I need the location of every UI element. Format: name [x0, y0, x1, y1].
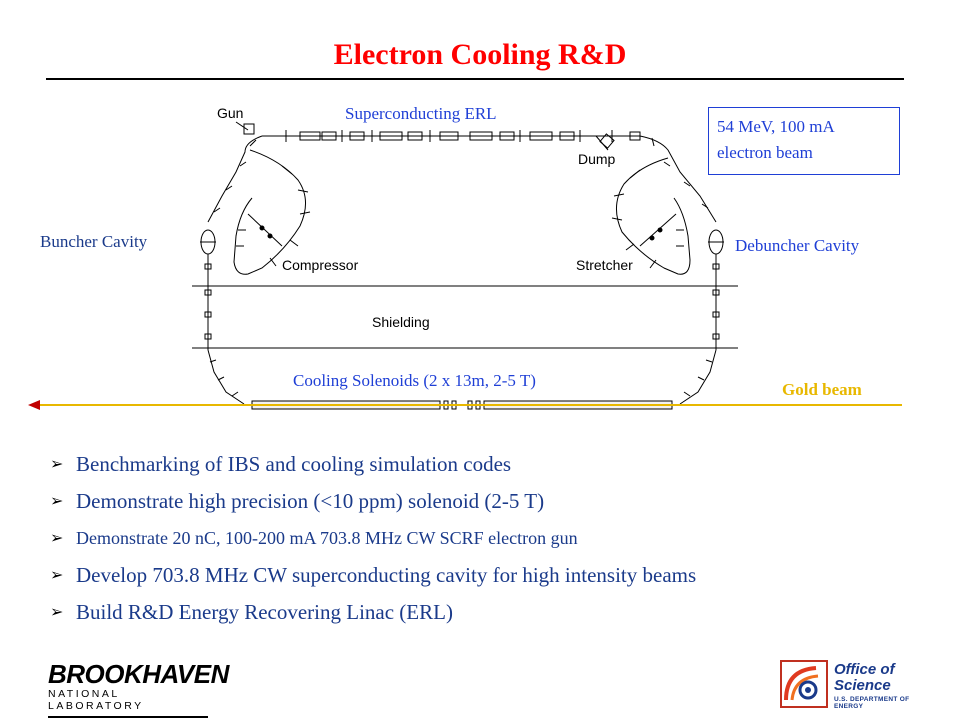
- energy-box-line-2: electron beam: [717, 143, 813, 162]
- compressor-label: Compressor: [282, 257, 359, 273]
- office-of-science-mark-icon: [780, 660, 828, 708]
- right-return-line: [679, 254, 720, 405]
- gold-beam-line: [28, 400, 902, 410]
- beam-energy-box: 54 MeV, 100 mA electron beam: [708, 107, 900, 175]
- rd-bullet-list: ➢ Benchmarking of IBS and cooling simulat…: [46, 449, 696, 634]
- brookhaven-logo-subtitle: NATIONAL LABORATORY: [48, 688, 144, 712]
- doe-line-2: Science: [834, 677, 891, 694]
- bullet-item: ➢ Demonstrate high precision (<10 ppm) so…: [46, 486, 696, 523]
- left-arc: [207, 135, 263, 223]
- bullet-text: Develop 703.8 MHz CW superconducting cav…: [76, 563, 697, 587]
- arrow-bullet-icon: ➢: [50, 565, 64, 584]
- gold-beam-label: Gold beam: [782, 380, 862, 399]
- shielding-label: Shielding: [372, 314, 430, 330]
- debuncher-cavity-symbol: [708, 229, 724, 255]
- energy-box-line-1: 54 MeV, 100 mA: [717, 117, 835, 136]
- superconducting-erl-label: Superconducting ERL: [345, 104, 497, 123]
- doe-line-1: Office of: [834, 661, 895, 678]
- bullet-text: Demonstrate high precision (<10 ppm) sol…: [76, 489, 545, 513]
- cooling-solenoids-label: Cooling Solenoids (2 x 13m, 2-5 T): [293, 371, 536, 390]
- buncher-cavity-symbol: [200, 229, 216, 255]
- debuncher-cavity-label: Debuncher Cavity: [735, 236, 860, 255]
- bullet-text: Build R&D Energy Recovering Linac (ERL): [76, 600, 453, 624]
- bullet-item: ➢ Develop 703.8 MHz CW superconducting ca…: [46, 560, 696, 597]
- gun-component: [235, 121, 255, 135]
- bullet-item: ➢ Build R&D Energy Recovering Linac (ERL): [46, 597, 696, 634]
- compressor-loop: [233, 149, 311, 275]
- bullet-text: Benchmarking of IBS and cooling simulati…: [76, 452, 512, 476]
- linac-beamline: [262, 130, 641, 142]
- slide-title: Electron Cooling R&D: [333, 38, 627, 71]
- dump-component: [595, 133, 615, 151]
- arrow-bullet-icon: ➢: [50, 528, 64, 547]
- buncher-cavity-label: Buncher Cavity: [40, 232, 148, 251]
- brookhaven-logo-name: BROOKHAVEN: [48, 659, 229, 689]
- arrow-bullet-icon: ➢: [50, 491, 64, 510]
- gun-label: Gun: [217, 105, 243, 121]
- arrow-bullet-icon: ➢: [50, 454, 64, 473]
- dump-label: Dump: [578, 151, 616, 167]
- bullet-item: ➢ Demonstrate 20 nC, 100-200 mA 703.8 MHz…: [46, 523, 696, 560]
- left-return-line: [204, 254, 245, 405]
- bullet-item: ➢ Benchmarking of IBS and cooling simulat…: [46, 449, 696, 486]
- arrow-bullet-icon: ➢: [50, 602, 64, 621]
- bullet-text: Demonstrate 20 nC, 100-200 mA 703.8 MHz …: [76, 528, 578, 548]
- right-arc: [639, 135, 717, 223]
- stretcher-label: Stretcher: [576, 257, 633, 273]
- office-of-science-logo: Office of Science U.S. DEPARTMENT OF ENE…: [780, 660, 920, 712]
- brookhaven-logo: BROOKHAVEN NATIONAL LABORATORY: [48, 659, 229, 720]
- doe-subtitle: U.S. DEPARTMENT OF ENERGY: [834, 696, 910, 710]
- brookhaven-logo-underline: [48, 716, 208, 718]
- erl-layout-diagram: Gun Dump Compressor Stretcher Shielding: [28, 105, 902, 410]
- office-of-science-text: Office of Science: [834, 662, 895, 694]
- stretcher-loop: [611, 157, 691, 275]
- title-rule: [46, 78, 904, 80]
